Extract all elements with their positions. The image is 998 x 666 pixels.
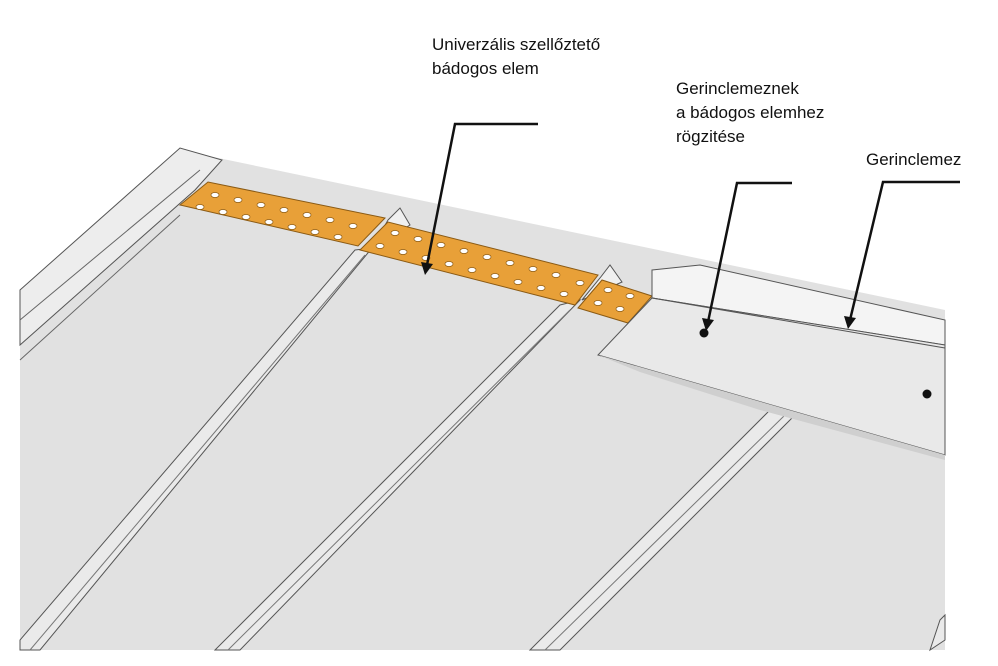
fixing-point-1 [699, 328, 709, 338]
ridge-plate-shadow [598, 355, 945, 460]
label-ventilation-element: Univerzális szellőztető bádogos elem [432, 35, 601, 78]
leader-fixing [706, 181, 792, 323]
ridge-plate-top [651, 264, 946, 346]
vent-segment-1 [178, 181, 386, 247]
standing-seams [19, 247, 946, 652]
fixing-point-2 [922, 389, 932, 399]
leader-lines [425, 122, 960, 323]
leader-ridge [848, 180, 960, 321]
leader-ventilation [425, 122, 538, 266]
left-edge-flashing [19, 147, 223, 347]
seam-4 [929, 613, 946, 652]
label-ridge-fixing: Gerinclemeznek a bádogos elemhez rögzité… [676, 79, 825, 146]
ventilation-holes [195, 192, 635, 312]
left-edge-line [19, 169, 201, 321]
ventilation-element [178, 181, 653, 324]
label-ridge-plate: Gerinclemez [866, 150, 962, 169]
vent-segment-2 [359, 221, 599, 306]
left-edge-line-2 [19, 214, 181, 361]
